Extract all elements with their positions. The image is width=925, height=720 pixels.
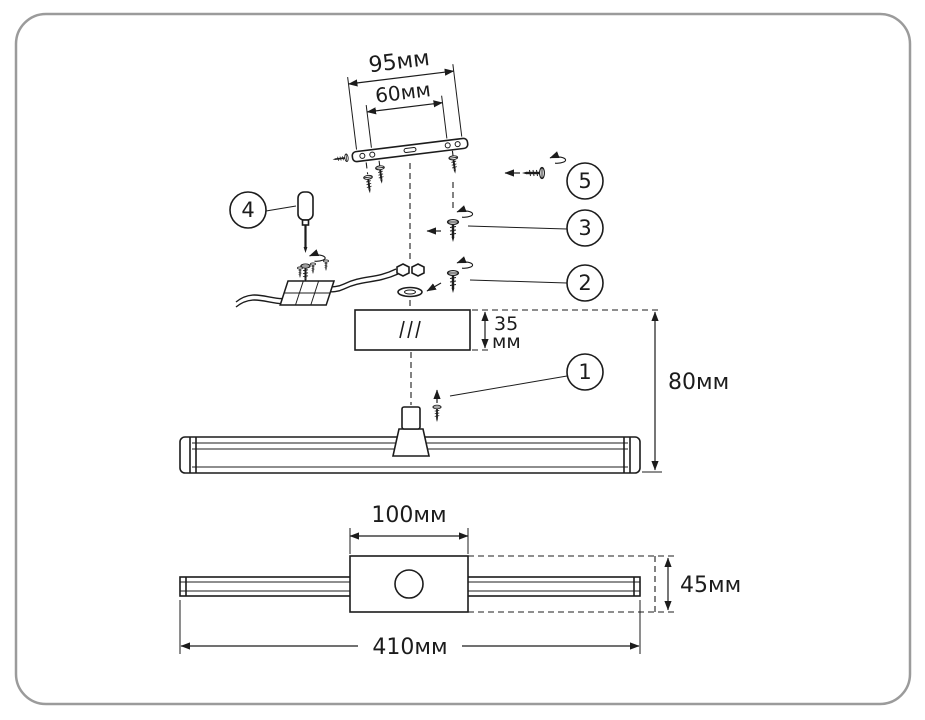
step-2: 2 xyxy=(426,262,604,302)
fixture-front-view xyxy=(179,406,641,474)
callout-1: 1 xyxy=(566,353,604,391)
callout-2: 2 xyxy=(566,264,604,302)
bracket-screws xyxy=(331,150,461,195)
dimension-410mm: 410мм xyxy=(179,600,641,660)
dim-80mm-label: 80мм xyxy=(668,370,729,395)
callout-3: 3 xyxy=(566,209,604,247)
vent-slots xyxy=(399,320,421,339)
callout-5: 5 xyxy=(566,162,604,200)
dimension-80mm: 80мм xyxy=(472,309,729,473)
mounting-bracket-assembly: 95мм 60мм xyxy=(331,46,469,195)
dim-410mm-label: 410мм xyxy=(372,635,447,660)
terminal-block xyxy=(279,259,336,306)
fixture-mount-knob xyxy=(401,406,421,430)
insert-arrow xyxy=(426,282,442,292)
mounting-bracket xyxy=(351,137,469,163)
dim-35mm-label-line2: мм xyxy=(492,331,521,353)
leader-line xyxy=(449,375,568,397)
fixture-top-view xyxy=(179,555,678,613)
leader-line xyxy=(467,225,568,230)
mounting-nuts xyxy=(396,263,425,277)
callout-3-number: 3 xyxy=(578,216,591,240)
dim-45mm-label: 45мм xyxy=(680,573,741,598)
page-border xyxy=(14,12,912,706)
dim-35mm-label-line1: 35 xyxy=(494,313,518,335)
step-3: 3 xyxy=(426,182,604,247)
callout-4-number: 4 xyxy=(241,198,254,222)
leader-line xyxy=(469,279,568,284)
step-1: 1 xyxy=(431,353,604,423)
step-5: 5 xyxy=(504,157,604,200)
screwdriver-icon xyxy=(297,191,314,253)
dimension-35mm: 35 мм xyxy=(472,311,521,353)
mounting-plate xyxy=(349,555,469,613)
plate-hole xyxy=(394,569,424,599)
dimension-45mm: 45мм xyxy=(664,557,741,611)
callout-1-number: 1 xyxy=(578,360,591,384)
fixture-mount-body xyxy=(392,428,430,457)
washer xyxy=(397,286,423,298)
dim-100mm-label: 100мм xyxy=(371,503,446,528)
callout-5-number: 5 xyxy=(578,169,591,193)
dimension-100mm: 100мм xyxy=(349,503,469,554)
callout-4: 4 xyxy=(229,191,267,229)
driver-box xyxy=(354,309,471,351)
step-4: 4 xyxy=(229,191,325,285)
leader-line xyxy=(265,205,297,212)
callout-2-number: 2 xyxy=(578,271,591,295)
